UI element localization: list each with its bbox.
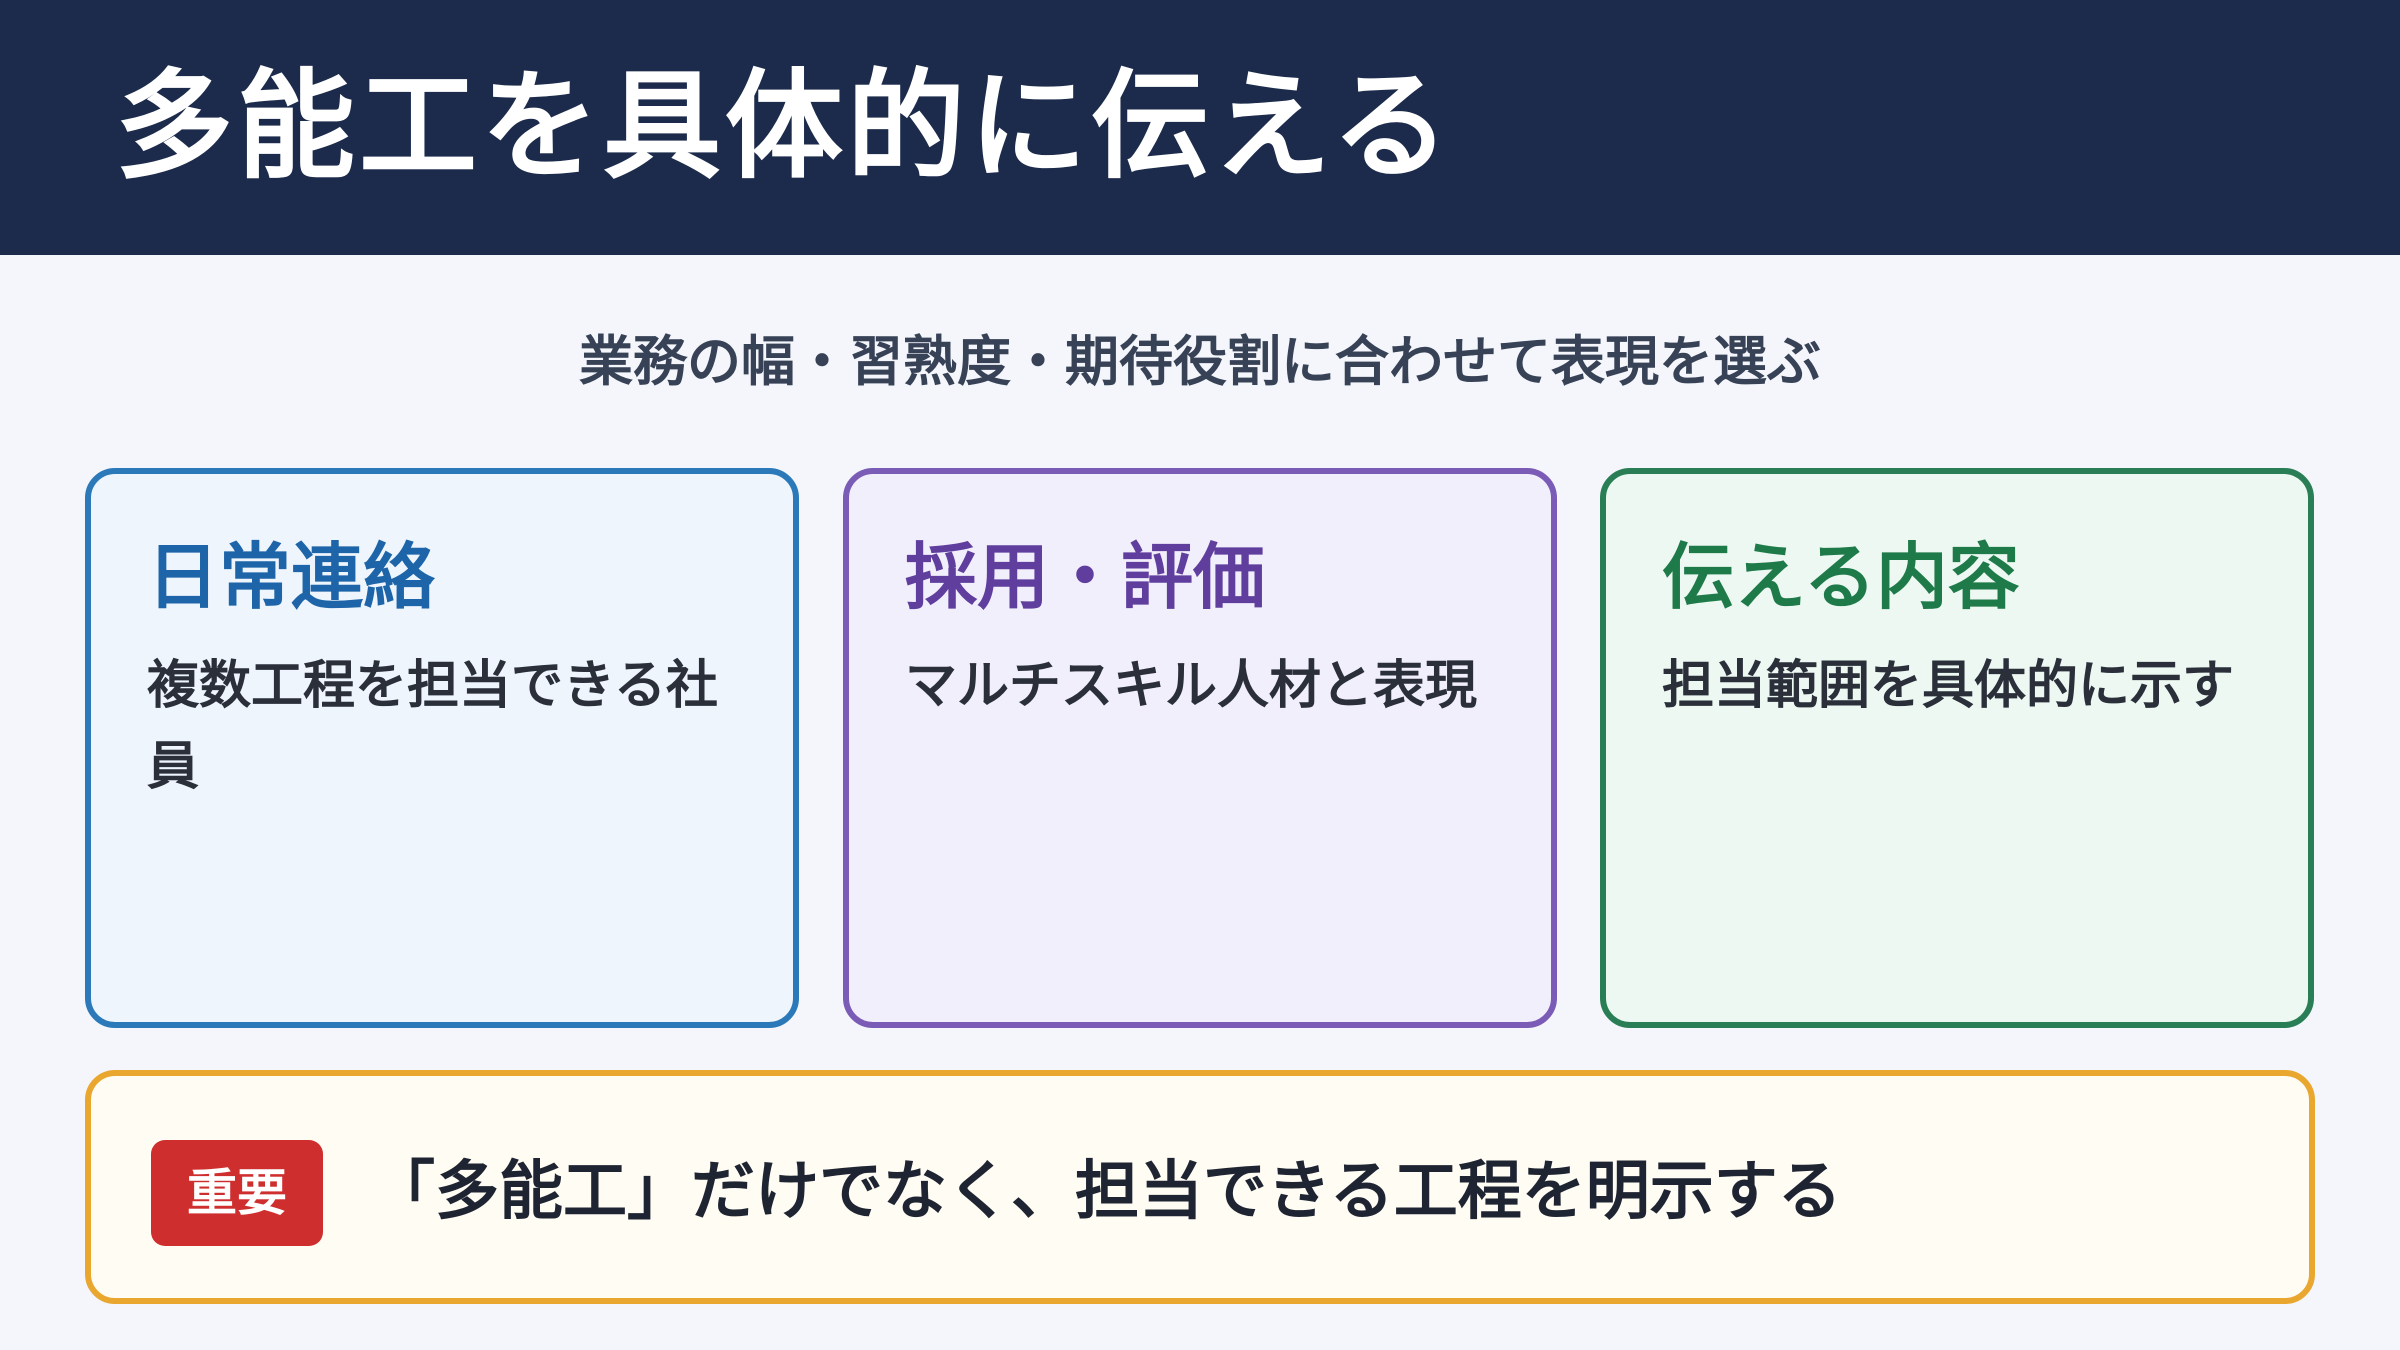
page-title: 多能工を具体的に伝える [115, 57, 1454, 195]
card-body: マルチスキル人材と表現 [905, 656, 1478, 717]
card-body: 担当範囲を具体的に示す [1662, 656, 2235, 717]
important-notice: 重要 「多能工」だけでなく、担当できる工程を明示する [85, 1070, 2315, 1304]
card-body: 複数工程を担当できる社員 [147, 656, 718, 797]
card-daily-communication: 日常連絡 複数工程を担当できる社員 [85, 468, 799, 1028]
important-badge: 重要 [151, 1140, 323, 1246]
card-heading: 伝える内容 [1662, 535, 2020, 619]
card-heading: 採用・評価 [905, 535, 1266, 619]
title-bar: 多能工を具体的に伝える [0, 0, 2400, 255]
notice-text: 「多能工」だけでなく、担当できる工程を明示する [371, 1155, 1842, 1229]
card-hiring-evaluation: 採用・評価 マルチスキル人材と表現 [843, 468, 1557, 1028]
card-heading: 日常連絡 [147, 535, 436, 619]
subtitle: 業務の幅・習熟度・期待役割に合わせて表現を選ぶ [579, 330, 1821, 393]
card-content-to-convey: 伝える内容 担当範囲を具体的に示す [1600, 468, 2314, 1028]
